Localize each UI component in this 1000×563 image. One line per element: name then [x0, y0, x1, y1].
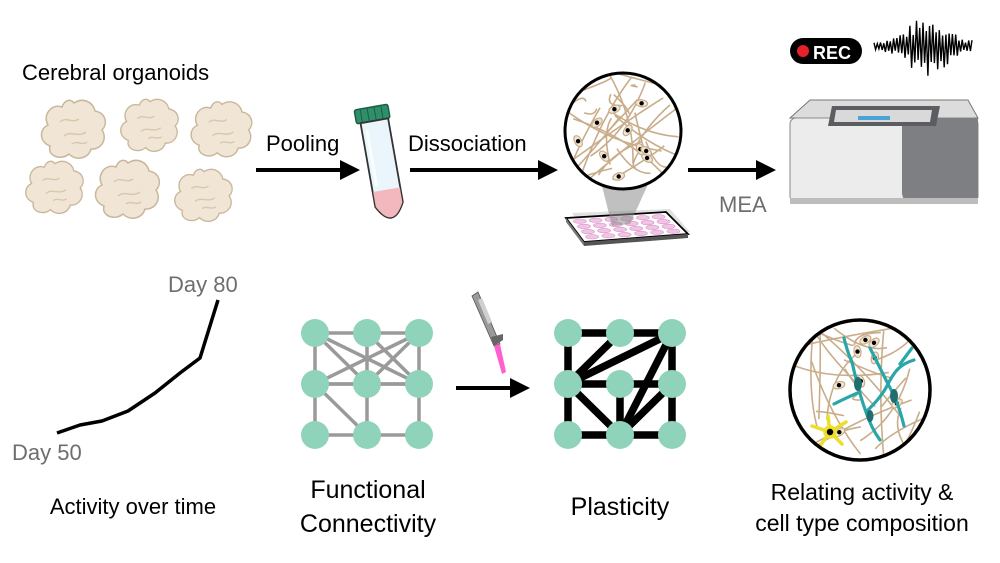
dissociated-neurons-circle — [563, 71, 683, 191]
well — [656, 219, 671, 225]
well — [588, 217, 603, 223]
well — [613, 227, 628, 233]
mea-label: MEA — [719, 192, 767, 217]
well — [585, 234, 599, 240]
network-node — [554, 319, 582, 347]
network-node — [301, 319, 329, 347]
plasticity-network — [554, 319, 686, 449]
well — [629, 226, 644, 232]
record-dot-icon — [797, 45, 809, 57]
well — [573, 218, 587, 224]
fc-caption-line2: Connectivity — [300, 510, 437, 538]
network-node — [301, 370, 329, 398]
organoids-label: Cerebral organoids — [22, 60, 209, 85]
well — [661, 223, 676, 229]
network-node — [405, 370, 433, 398]
network-node — [353, 370, 381, 398]
rec-indicator[interactable]: REC — [790, 38, 862, 64]
falcon-tube — [353, 103, 404, 219]
dissociation-step: Dissociation — [408, 131, 558, 180]
network-node — [353, 421, 381, 449]
organoid-3 — [190, 101, 253, 158]
well — [634, 230, 648, 236]
functional-connectivity-network — [301, 319, 433, 449]
composition-caption-line1: Relating activity & — [771, 479, 954, 505]
stimulation-pipette — [471, 291, 506, 374]
well — [645, 224, 660, 230]
activity-caption: Activity over time — [50, 494, 216, 519]
mea-device — [788, 99, 979, 204]
network-node — [405, 319, 433, 347]
organoid-6 — [174, 168, 233, 223]
well — [593, 222, 607, 228]
organoids-group: Cerebral organoids — [22, 60, 253, 223]
well — [617, 232, 632, 238]
organoid-4 — [25, 160, 84, 215]
network-node — [658, 421, 686, 449]
network-node — [301, 421, 329, 449]
network-node — [606, 319, 634, 347]
network-node — [405, 421, 433, 449]
organoid-2 — [120, 98, 179, 153]
pooling-step: Pooling — [256, 131, 360, 180]
electrophysiology-trace — [873, 20, 973, 76]
activity-trend-line — [56, 299, 220, 435]
network-node — [658, 370, 686, 398]
network-edge — [564, 329, 676, 388]
well — [640, 220, 655, 226]
network-edge — [616, 329, 676, 439]
well — [577, 223, 591, 229]
network-node — [606, 421, 634, 449]
well — [636, 215, 650, 221]
astrocyte-nuclei — [854, 377, 898, 422]
well — [581, 229, 595, 235]
microglia-yellow-cell — [810, 414, 848, 448]
network-node — [658, 319, 686, 347]
fc-caption-line1: Functional — [310, 476, 425, 504]
pooling-label: Pooling — [266, 131, 339, 156]
well — [651, 214, 666, 220]
cell-composition-circle — [788, 318, 932, 462]
functional-connectivity-caption: Functional Connectivity — [300, 476, 437, 538]
rec-badge-text: REC — [813, 43, 851, 63]
well — [597, 228, 611, 234]
composition-caption-line2: cell type composition — [755, 510, 969, 536]
network-node — [554, 421, 582, 449]
organoid-1 — [40, 99, 107, 159]
well — [650, 229, 664, 235]
dissociation-label: Dissociation — [408, 131, 527, 156]
network-node — [353, 319, 381, 347]
plasticity-caption: Plasticity — [571, 493, 670, 521]
organoid-5 — [94, 159, 161, 219]
mea-step: MEA — [688, 160, 776, 217]
network-node — [606, 370, 634, 398]
network-node — [554, 370, 582, 398]
well — [666, 228, 681, 234]
well — [601, 233, 616, 239]
activity-panel: Day 80 Day 50 Activity over time — [12, 272, 238, 519]
composition-caption: Relating activity & cell type compositio… — [755, 479, 969, 536]
zoom-cone — [600, 178, 650, 226]
activity-end-label: Day 80 — [168, 272, 238, 297]
activity-start-label: Day 50 — [12, 440, 82, 465]
